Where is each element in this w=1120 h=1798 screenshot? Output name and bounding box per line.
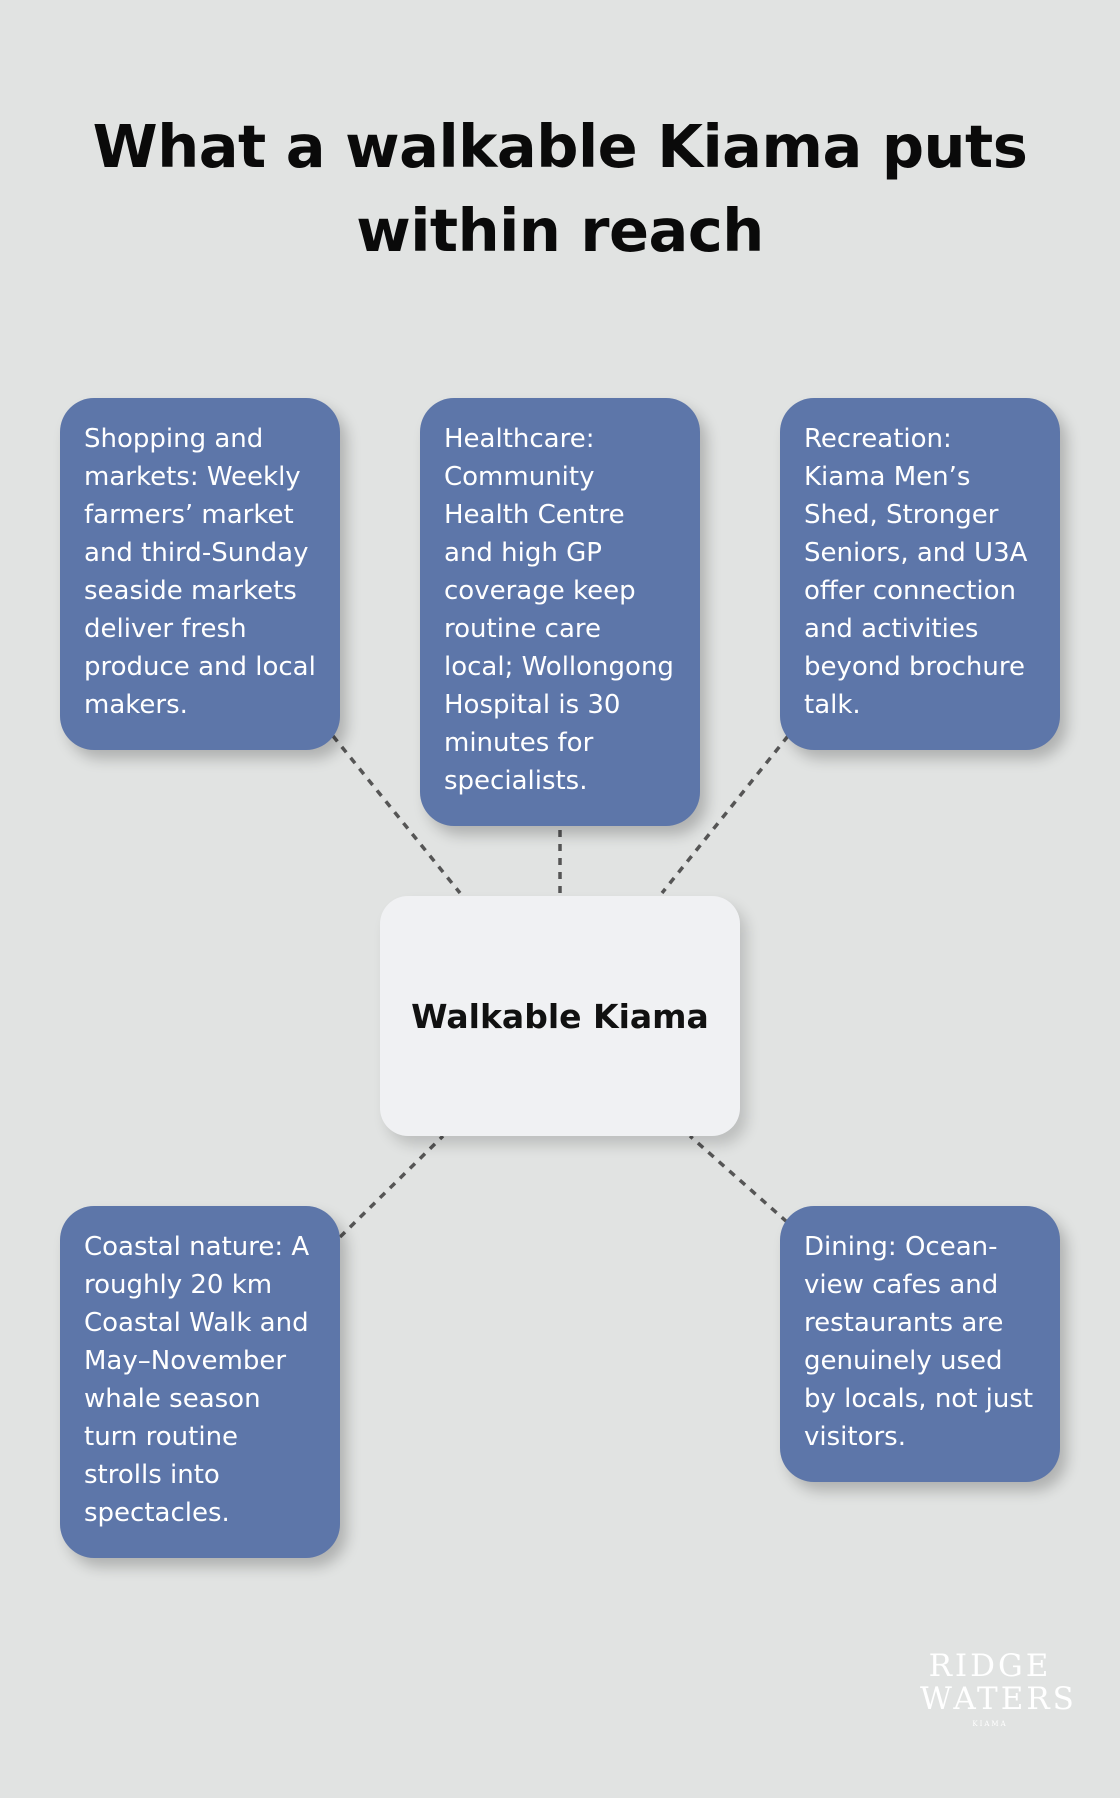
node-shopping-text: Shopping and markets: Weekly farmers’ ma… bbox=[84, 424, 316, 720]
connector-shopping bbox=[331, 734, 462, 895]
logo-line-1: RIDGE bbox=[928, 1648, 1052, 1684]
center-node-label: Walkable Kiama bbox=[411, 996, 709, 1036]
logo-sub: KIAMA bbox=[972, 1720, 1008, 1728]
center-node: Walkable Kiama bbox=[380, 896, 740, 1136]
node-healthcare-text: Healthcare: Community Health Centre and … bbox=[444, 424, 674, 796]
connector-nature bbox=[338, 1134, 445, 1239]
node-nature: Coastal nature: A roughly 20 km Coastal … bbox=[60, 1206, 340, 1558]
node-recreation-text: Recreation: Kiama Men’s Shed, Stronger S… bbox=[804, 424, 1028, 720]
brand-logo: RIDGE WATERS KIAMA bbox=[920, 1648, 1077, 1729]
node-healthcare: Healthcare: Community Health Centre and … bbox=[420, 398, 700, 826]
node-dining: Dining: Ocean-view cafes and restaurants… bbox=[780, 1206, 1060, 1482]
node-nature-text: Coastal nature: A roughly 20 km Coastal … bbox=[84, 1232, 310, 1528]
connector-recreation bbox=[660, 734, 790, 895]
page-title: What a walkable Kiama puts within reach bbox=[92, 112, 1028, 265]
connector-dining bbox=[688, 1134, 789, 1224]
logo-line-2: WATERS bbox=[920, 1681, 1077, 1717]
node-recreation: Recreation: Kiama Men’s Shed, Stronger S… bbox=[780, 398, 1060, 750]
node-dining-text: Dining: Ocean-view cafes and restaurants… bbox=[804, 1232, 1034, 1452]
node-shopping: Shopping and markets: Weekly farmers’ ma… bbox=[60, 398, 340, 750]
